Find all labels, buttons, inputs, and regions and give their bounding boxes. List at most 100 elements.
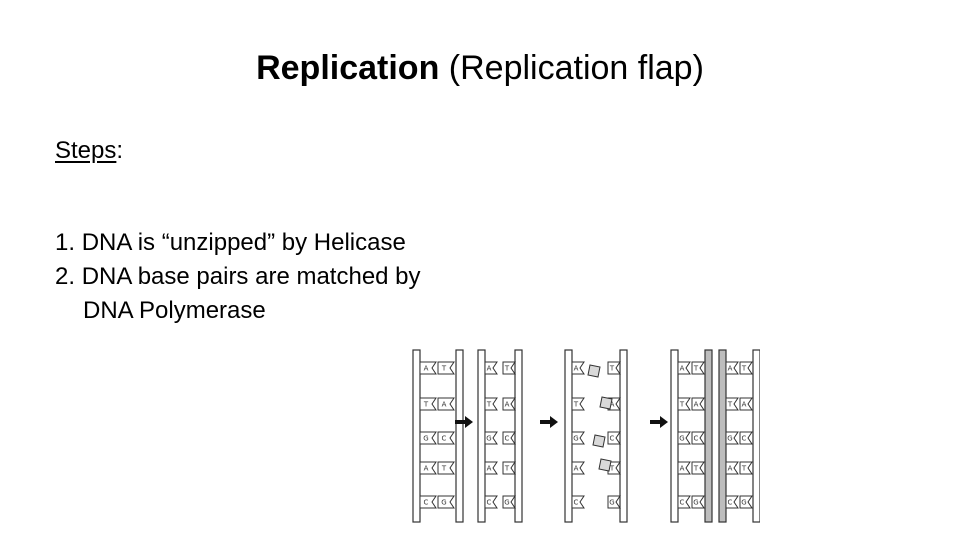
base-left <box>484 361 498 375</box>
free-nucleotide <box>587 364 601 378</box>
base-label: T <box>609 465 615 473</box>
base-label: G <box>693 499 698 507</box>
arrow-icon <box>455 416 473 428</box>
base-right <box>739 397 753 411</box>
dna-backbone-left <box>670 349 679 523</box>
base-right <box>437 361 455 375</box>
base-label: T <box>693 465 699 473</box>
base-right <box>607 461 621 475</box>
steps-label: Steps <box>55 137 117 164</box>
base-label: T <box>609 365 615 373</box>
base-label: A <box>742 401 747 409</box>
dna-backbone-right <box>455 349 464 523</box>
base-label: G <box>727 435 732 443</box>
base-label: A <box>610 401 615 409</box>
base-label: G <box>423 435 428 443</box>
base-label: G <box>573 435 578 443</box>
dna-backbone-left <box>412 349 421 523</box>
base-right <box>739 361 753 375</box>
base-label: T <box>441 365 447 373</box>
base-right <box>739 461 753 475</box>
base-label: A <box>694 401 699 409</box>
base-label: T <box>423 401 429 409</box>
base-left <box>571 461 585 475</box>
list-item: 1. DNA is “unzipped” by Helicase <box>55 226 421 260</box>
dna-backbone-new <box>704 349 713 523</box>
steps-list: 1. DNA is “unzipped” by Helicase 2. DNA … <box>55 226 421 328</box>
base-label: C <box>728 499 733 507</box>
base-right <box>502 461 516 475</box>
base-right <box>691 397 705 411</box>
base-left <box>484 461 498 475</box>
base-label: T <box>486 401 492 409</box>
base-label: G <box>741 499 746 507</box>
base-right <box>607 361 621 375</box>
base-label: T <box>441 465 447 473</box>
base-left <box>725 397 739 411</box>
base-label: T <box>504 465 510 473</box>
base-label: C <box>610 435 615 443</box>
base-left <box>677 461 691 475</box>
base-right <box>502 361 516 375</box>
base-right <box>502 495 516 509</box>
base-left <box>677 495 691 509</box>
base-label: C <box>442 435 447 443</box>
base-right <box>691 461 705 475</box>
list-item-text: DNA base pairs are matched by <box>81 263 421 290</box>
base-left <box>419 495 437 509</box>
base-label: T <box>741 465 747 473</box>
base-left <box>725 495 739 509</box>
base-left <box>419 397 437 411</box>
base-label: T <box>504 365 510 373</box>
base-left <box>484 495 498 509</box>
base-left <box>677 431 691 445</box>
base-left <box>571 361 585 375</box>
list-item-number: 1. <box>55 229 76 256</box>
dna-backbone-new <box>718 349 727 523</box>
base-label: C <box>487 499 492 507</box>
base-label: G <box>679 435 684 443</box>
base-left <box>484 431 498 445</box>
free-nucleotide <box>592 434 606 448</box>
base-label: A <box>424 365 429 373</box>
base-right <box>502 397 516 411</box>
base-label: A <box>574 365 579 373</box>
base-right <box>739 431 753 445</box>
base-label: G <box>504 499 509 507</box>
base-label: C <box>680 499 685 507</box>
base-label: A <box>505 401 510 409</box>
base-left <box>571 431 585 445</box>
title-normal: (Replication flap) <box>439 49 704 87</box>
base-right <box>691 495 705 509</box>
base-right <box>437 397 455 411</box>
base-left <box>484 397 498 411</box>
dna-backbone-left <box>477 349 486 523</box>
base-label: C <box>742 435 747 443</box>
base-right <box>502 431 516 445</box>
base-right <box>437 431 455 445</box>
base-right <box>607 495 621 509</box>
base-right <box>437 461 455 475</box>
list-item-text: DNA is “unzipped” by Helicase <box>81 229 406 256</box>
dna-backbone-left <box>564 349 573 523</box>
base-right <box>607 431 621 445</box>
base-label: C <box>424 499 429 507</box>
base-label: A <box>442 401 447 409</box>
base-left <box>419 461 437 475</box>
base-label: T <box>679 401 685 409</box>
base-left <box>725 431 739 445</box>
base-label: A <box>680 365 685 373</box>
base-left <box>677 397 691 411</box>
base-label: T <box>693 365 699 373</box>
base-right <box>437 495 455 509</box>
steps-heading: Steps: <box>55 136 123 166</box>
base-label: G <box>609 499 614 507</box>
arrow-icon <box>540 416 558 428</box>
base-left <box>571 397 585 411</box>
base-left <box>677 361 691 375</box>
steps-colon: : <box>116 137 124 164</box>
title-bold: Replication <box>256 49 440 87</box>
free-nucleotide <box>599 396 613 410</box>
